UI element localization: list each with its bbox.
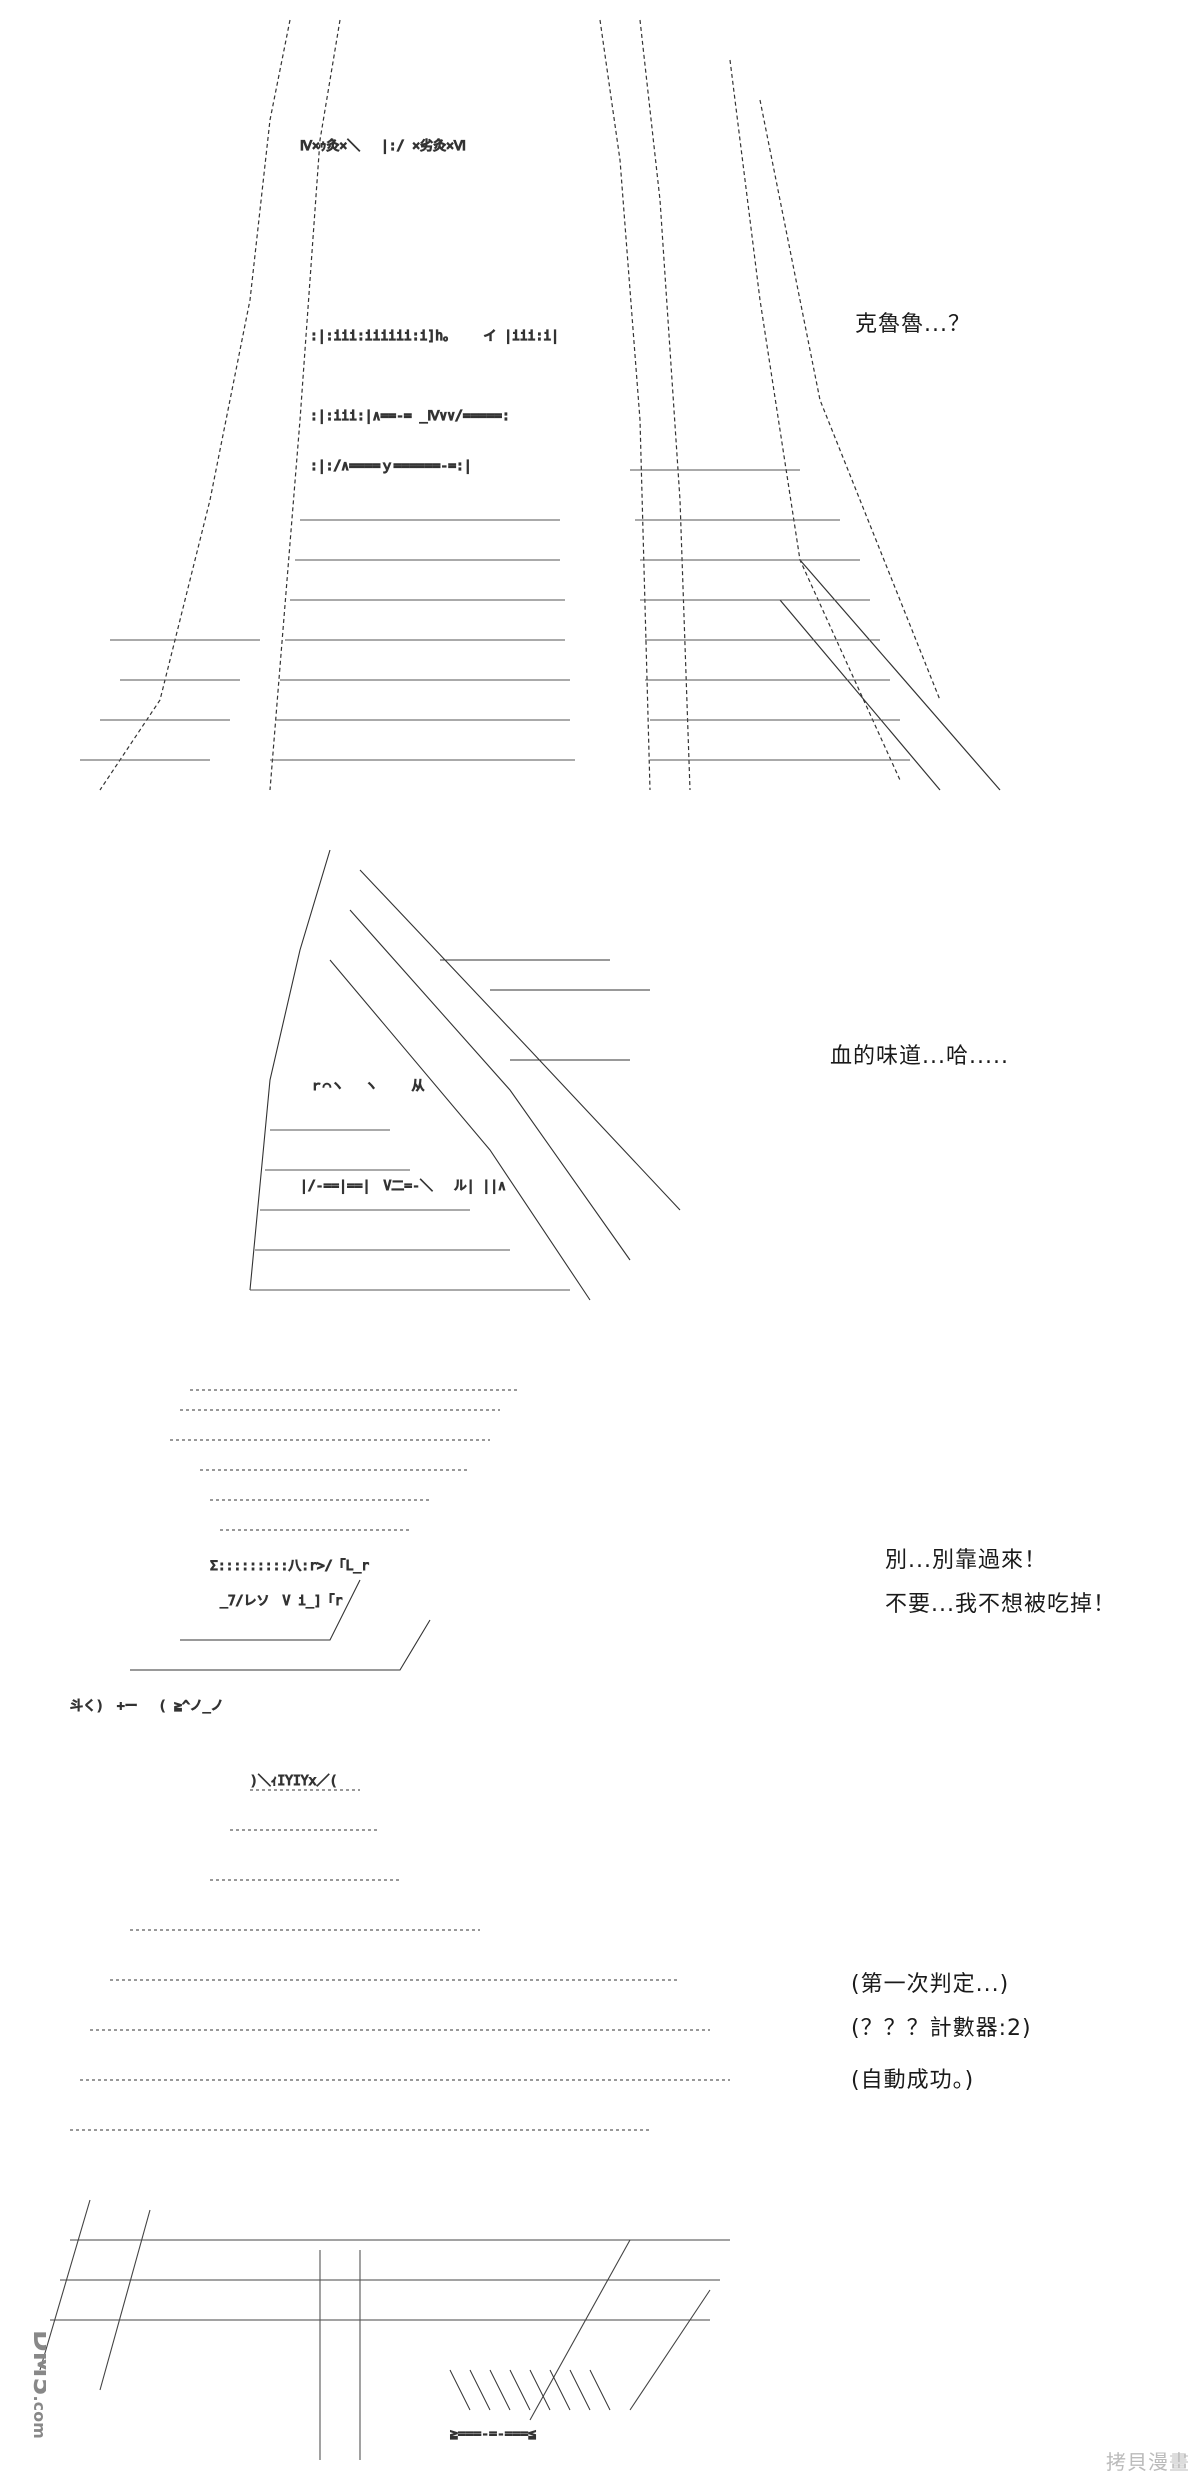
svg-text:Σ:::::::::八:r>/「L_r: Σ:::::::::八:r>/「L_r: [210, 1559, 369, 1574]
ascii-art-panel-4: )＼ｨIYIYx／( ≧===-=-===≦: [30, 1770, 750, 2470]
dm5-logo: DM5.com: [6, 2330, 57, 2470]
svg-text:_7/レソ V i_]「r: _7/レソ V i_]「r: [220, 1594, 343, 1609]
svg-text:≧===-=-===≦: ≧===-=-===≦: [450, 2427, 536, 2442]
svg-text:斗く) +ー ( ≧^ノ_ノ: 斗く) +ー ( ≧^ノ_ノ: [70, 1699, 224, 1714]
ascii-art-panel-1: Ⅳ×ｩ灸×＼ |:/ ×劣灸×Ⅵ :|:iii:iiiiii:i]h。 イ |i…: [40, 0, 1020, 800]
dialogue-line: (自動成功。): [851, 2068, 975, 2093]
dialogue-line: 別...別靠過來！: [885, 1548, 1047, 1573]
svg-text:)＼ｨIYIYx／(: )＼ｨIYIYx／(: [250, 1774, 337, 1789]
svg-text:Ⅳ×ｩ灸×＼ |:/ ×劣灸×Ⅵ: Ⅳ×ｩ灸×＼ |:/ ×劣灸×Ⅵ: [300, 139, 466, 154]
dialogue-line: (第一次判定...): [851, 1972, 1010, 1997]
dialogue-line: 克魯魯...？: [855, 312, 971, 337]
dialogue-line: 不要...我不想被吃掉！: [885, 1592, 1116, 1617]
svg-text:DM5.com: DM5.com: [27, 2330, 46, 2439]
dialogue-line: (？？？計數器:2): [851, 2016, 1032, 2041]
copy-manga-watermark: 拷貝漫畫: [1106, 2450, 1190, 2474]
svg-text::|:iii:iiiiii:i]h。 イ |iii:i|: :|:iii:iiiiii:i]h。 イ |iii:i|: [310, 329, 559, 344]
svg-text:|/-==|==| V二=-＼ ル| ||∧: |/-==|==| V二=-＼ ル| ||∧: [300, 1179, 506, 1194]
ascii-art-panel-3: Σ:::::::::八:r>/「L_r _7/レソ V i_]「r 斗く) +ー…: [30, 1380, 550, 1740]
dialogue-line: 血的味道...哈.....: [830, 1044, 1009, 1069]
svg-text::|:/∧====ｙ======-=:|: :|:/∧====ｙ======-=:|: [310, 459, 472, 474]
svg-text::|:iii:|∧==-= _Ⅳ∨∨/=====:: :|:iii:|∧==-= _Ⅳ∨∨/=====:: [310, 409, 510, 424]
svg-text:ｒ⌒ヽ ヽ 从: ｒ⌒ヽ ヽ 从: [310, 1079, 424, 1094]
ascii-art-panel-2: ｒ⌒ヽ ヽ 从 |/-==|==| V二=-＼ ル| ||∧: [210, 830, 720, 1310]
